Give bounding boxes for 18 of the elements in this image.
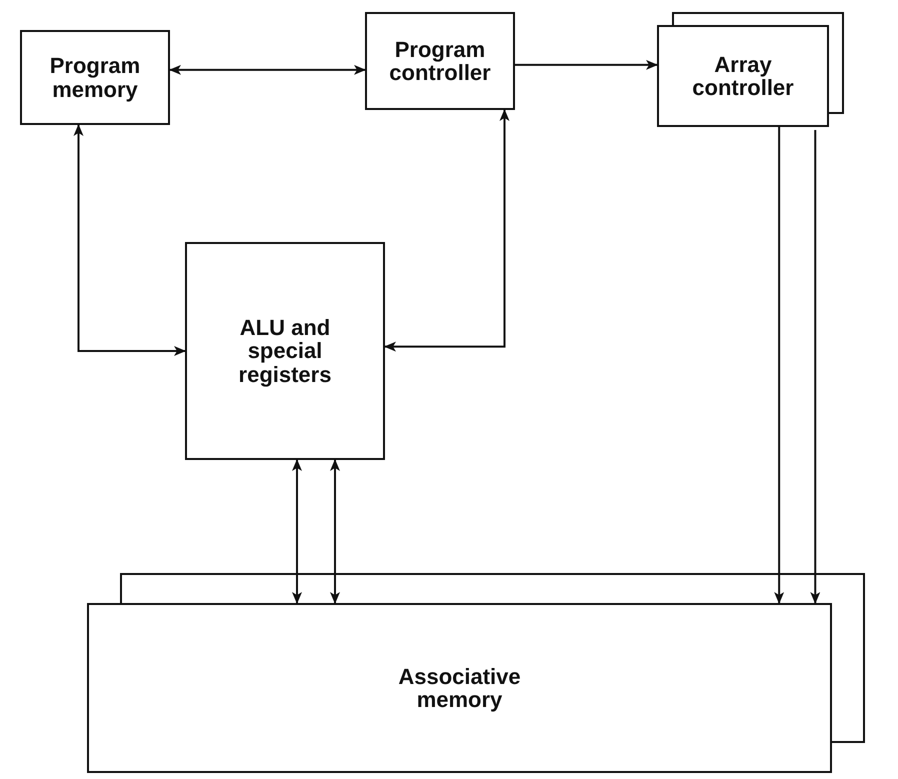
arrow (774, 127, 784, 604)
block-label: Program controller (388, 38, 492, 84)
block-box (185, 242, 385, 460)
arrow (330, 459, 340, 604)
block-label: Program memory (48, 54, 142, 101)
arrow (169, 64, 366, 75)
block-box (20, 30, 170, 125)
block-box (657, 25, 829, 127)
arrow (810, 130, 820, 604)
arrow (384, 109, 510, 352)
arrow (74, 124, 186, 356)
block-label: Array controller (691, 52, 795, 100)
arrow (515, 60, 658, 70)
block-label: Associative memory (397, 664, 522, 712)
arrow (292, 459, 302, 604)
block-box (87, 603, 832, 773)
block-label: ALU and special registers (238, 316, 332, 386)
block-box (365, 12, 515, 110)
